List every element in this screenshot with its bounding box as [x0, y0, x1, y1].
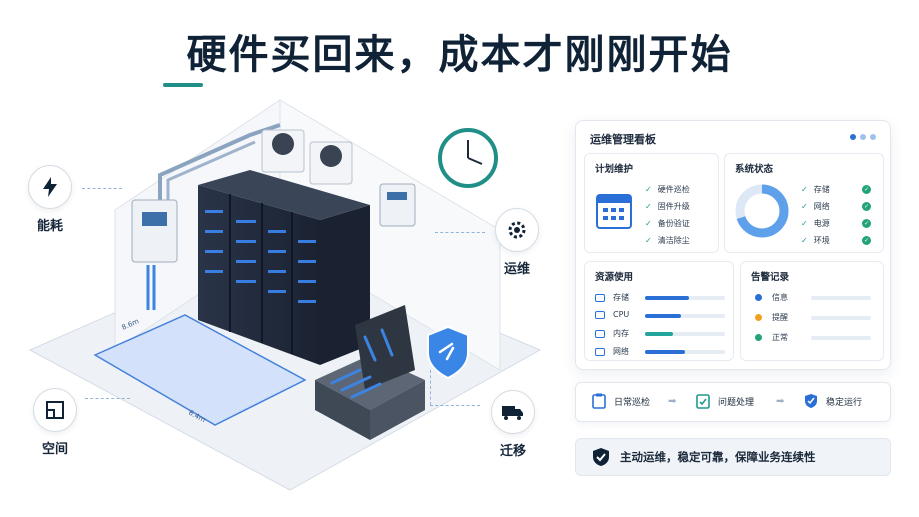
floorplan-icon [33, 388, 77, 432]
usage-bar [645, 296, 725, 300]
resource-icon [595, 347, 605, 356]
flow-step: 稳定运行 [804, 393, 862, 409]
ok-icon: ✓ [862, 202, 871, 211]
alert-placeholder-line [811, 336, 871, 340]
resource-row: CPU [595, 310, 629, 319]
resource-usage-panel: 资源使用 存储 CPU 内存网络 [584, 261, 734, 361]
alert-dot [755, 294, 762, 301]
alert-placeholder-line [811, 296, 871, 300]
feature-space: 空间 [20, 388, 90, 457]
shield-icon [427, 325, 469, 380]
alert-dot [755, 314, 762, 321]
flow-step: 日常巡检 [592, 393, 650, 409]
ops-dashboard: 运维管理看板 计划维护 ✓硬件巡检 ✓固件升级 ✓备份验证 ✓清洁除尘 系统状态… [575, 120, 891, 370]
resource-row: 内存 [595, 328, 629, 339]
banner-text: 主动运维，稳定可靠，保障业务连续性 [620, 450, 816, 464]
usage-bar-fill [645, 314, 681, 318]
feature-space-label: 空间 [41, 442, 68, 457]
feature-energy-label: 能耗 [36, 219, 63, 234]
usage-bar-fill [645, 350, 685, 354]
carousel-dots[interactable] [850, 134, 876, 140]
status-item: ✓存储 [801, 185, 830, 194]
resource-row: 网络 [595, 346, 629, 357]
status-ring [735, 184, 789, 238]
resources-title: 资源使用 [595, 272, 634, 283]
alert-dot [755, 334, 762, 341]
connector-line [85, 398, 130, 399]
gear-icon [495, 208, 539, 252]
check-icon: ✓ [645, 219, 652, 228]
plan-item: ✓硬件巡检 [645, 185, 690, 194]
resource-icon [595, 310, 605, 319]
alert-row: 提醒 [755, 312, 788, 323]
floor-blueprint [93, 314, 307, 426]
usage-bar [645, 314, 725, 318]
status-item: ✓环境 [801, 236, 830, 245]
shield-check-icon [593, 448, 609, 466]
feature-ops: 运维 [482, 208, 552, 277]
checklist-icon [696, 394, 710, 409]
truck-icon [491, 390, 535, 434]
arrow-right-icon: ➡ [668, 396, 677, 407]
feature-ops-label: 运维 [503, 262, 530, 277]
alert-row: 信息 [755, 292, 788, 303]
check-icon: ✓ [645, 236, 652, 245]
toolbox [315, 305, 425, 440]
check-icon: ✓ [645, 202, 652, 211]
usage-bar-fill [645, 332, 673, 336]
calendar-icon [596, 194, 632, 229]
lightning-icon [28, 165, 72, 209]
summary-banner: 主动运维，稳定可靠，保障业务连续性 [575, 438, 891, 476]
connector-line [430, 370, 431, 405]
arrow-right-icon: ➡ [776, 396, 785, 407]
alert-log-panel: 告警记录 信息提醒正常 [740, 261, 884, 361]
feature-migrate: 迁移 [478, 390, 548, 459]
alert-row: 正常 [755, 332, 788, 343]
ok-icon: ✓ [862, 185, 871, 194]
page-title: 硬件买回来，成本才刚刚开始 [186, 32, 733, 78]
power-panel [131, 199, 178, 263]
connector-line [430, 405, 480, 406]
system-status-panel: 系统状态 ✓存储 ✓网络 ✓电源 ✓环境 ✓ ✓ ✓ ✓ [724, 153, 884, 253]
connector-line [82, 188, 122, 189]
server-room-illustration: 8.6m 6.4m [28, 99, 542, 491]
plan-item: ✓清洁除尘 [645, 236, 690, 245]
dashboard-title: 运维管理看板 [590, 133, 656, 146]
plan-item: ✓备份验证 [645, 219, 690, 228]
flow-step: 问题处理 [696, 393, 754, 409]
title-underline [163, 83, 203, 87]
connector-line [435, 232, 485, 233]
ok-icon: ✓ [862, 236, 871, 245]
resource-icon [595, 329, 605, 338]
feature-energy: 能耗 [15, 165, 85, 234]
shield-check-icon [805, 394, 817, 408]
plan-title: 计划维护 [595, 164, 634, 175]
usage-bar [645, 350, 725, 354]
alerts-title: 告警记录 [751, 272, 790, 283]
resource-icon [595, 293, 605, 302]
status-item: ✓网络 [801, 202, 830, 211]
ok-icon: ✓ [862, 219, 871, 228]
plan-maintenance-panel: 计划维护 ✓硬件巡检 ✓固件升级 ✓备份验证 ✓清洁除尘 [584, 153, 719, 253]
usage-bar-fill [645, 296, 689, 300]
feature-migrate-label: 迁移 [499, 444, 526, 459]
resource-row: 存储 [595, 292, 629, 303]
control-panel [379, 183, 416, 227]
status-title: 系统状态 [735, 164, 774, 175]
status-item: ✓电源 [801, 219, 830, 228]
usage-bar [645, 332, 725, 336]
clipboard-icon [592, 393, 606, 409]
check-icon: ✓ [645, 185, 652, 194]
plan-item: ✓固件升级 [645, 202, 690, 211]
alert-placeholder-line [811, 316, 871, 320]
maintenance-flow: 日常巡检 ➡ 问题处理 ➡ 稳定运行 [575, 382, 891, 422]
